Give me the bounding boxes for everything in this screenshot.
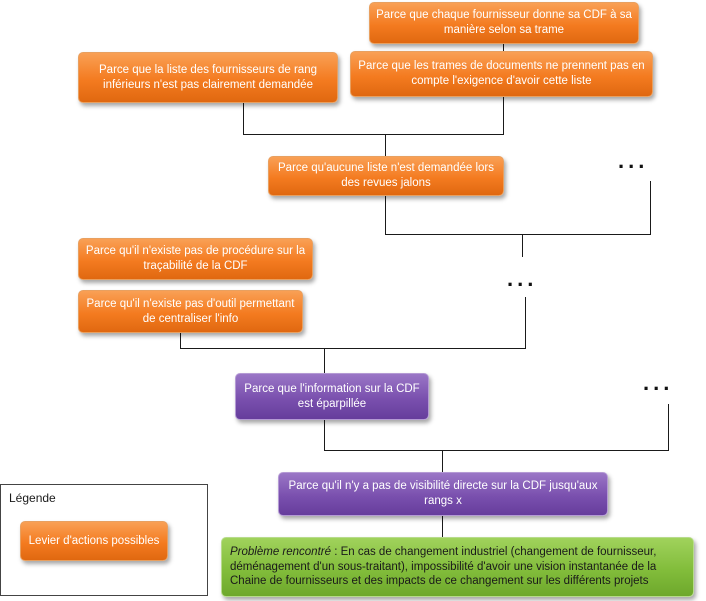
connector-line [522, 234, 523, 257]
box-liste-rang: Parce que la liste des fournisseurs de r… [78, 52, 338, 103]
connector-line [180, 348, 526, 349]
legend: Légende Levier d'actions possibles [0, 484, 208, 596]
connector-line [650, 181, 651, 235]
connector-line [525, 297, 526, 349]
connector-line [385, 196, 386, 234]
box-revues-jalons: Parce qu'aucune liste n'est demandée lor… [268, 156, 504, 196]
connector-line [324, 420, 325, 450]
problem-text: : En cas de changement industriel (chang… [230, 545, 657, 588]
connector-line [324, 348, 325, 373]
ellipsis-more-causes: ... [507, 266, 538, 291]
box-information-eparpillee: Parce que l'information sur la CDF est é… [235, 373, 429, 420]
box-fournisseur-cdf: Parce que chaque fournisseur donne sa CD… [369, 2, 639, 44]
legend-title: Légende [9, 491, 56, 505]
connector-line [442, 450, 443, 472]
connector-line [385, 234, 651, 235]
connector-line [442, 516, 443, 537]
box-procedure-tracabilite: Parce qu'il n'existe pas de procédure su… [78, 238, 313, 280]
problem-label: Problème rencontré [230, 545, 331, 558]
box-trames-documents: Parce que les trames de documents ne pre… [350, 51, 653, 97]
connector-line [503, 97, 504, 134]
connector-line [180, 333, 181, 348]
connector-line [668, 404, 669, 451]
connector-line [243, 103, 244, 134]
connector-line [243, 134, 504, 135]
box-outil-centraliser: Parce qu'il n'existe pas d'outil permett… [78, 290, 303, 333]
ellipsis-more-causes: ... [618, 148, 649, 173]
box-visibilite-directe: Parce qu'il n'y a pas de visibilité dire… [278, 472, 608, 516]
connector-line [324, 450, 669, 451]
problem-box: Problème rencontré : En cas de changemen… [221, 537, 694, 597]
connector-line [503, 44, 504, 52]
connector-line [385, 134, 386, 156]
ellipsis-more-causes: ... [643, 370, 674, 395]
legend-item-levier: Levier d'actions possibles [20, 521, 168, 561]
